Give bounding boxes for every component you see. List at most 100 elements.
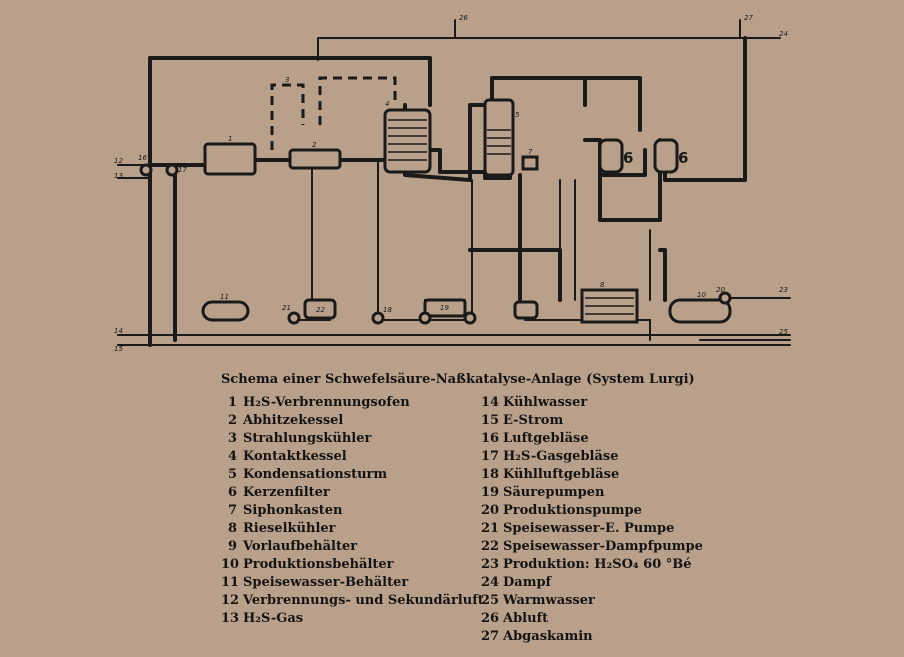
label-2: 2 bbox=[312, 141, 317, 149]
legend-item: 3 Strahlungskühler bbox=[221, 430, 484, 448]
label-11: 11 bbox=[220, 293, 229, 301]
legend-label: Rieselkühler bbox=[243, 521, 336, 536]
contact-boiler-hatch bbox=[388, 119, 427, 161]
legend-number: 10 bbox=[221, 557, 240, 572]
legend-label: H₂S-Gas bbox=[243, 611, 304, 626]
contact-boiler-4 bbox=[383, 108, 432, 174]
legend-label: H₂S-Verbrennungsofen bbox=[243, 395, 410, 410]
line-abluft bbox=[454, 19, 741, 39]
pipe-cooler-return bbox=[468, 173, 667, 302]
steam-pump-22 bbox=[303, 298, 337, 320]
label-17: 17 bbox=[178, 166, 187, 174]
acid-pump-19 bbox=[423, 298, 467, 318]
legend-number: 4 bbox=[227, 449, 237, 464]
lines-verticals bbox=[311, 159, 651, 316]
legend-label: Speisewasser-Behälter bbox=[243, 575, 409, 590]
legend-label: Kondensationsturm bbox=[243, 467, 388, 482]
pipe-filter-loop bbox=[583, 78, 662, 222]
blower-16 bbox=[139, 163, 153, 177]
label-13: 13 bbox=[114, 172, 123, 180]
label-16: 16 bbox=[138, 154, 147, 162]
legend-number: 1 bbox=[227, 395, 237, 410]
legend-number: 15 bbox=[481, 413, 500, 428]
label-10: 10 bbox=[697, 291, 706, 299]
pump-21 bbox=[287, 311, 301, 325]
legend-label: Produktionspumpe bbox=[503, 503, 642, 518]
legend-number: 16 bbox=[481, 431, 500, 446]
legend-label: Dampf bbox=[503, 575, 552, 590]
legend-label: Warmwasser bbox=[503, 593, 595, 608]
pump-20 bbox=[718, 291, 732, 305]
legend-label: Abgaskamin bbox=[503, 629, 593, 644]
legend-label: Strahlungskühler bbox=[243, 431, 372, 446]
condensation-tower-hatch bbox=[487, 129, 511, 155]
label-3: 3 bbox=[285, 76, 289, 84]
label-26: 26 bbox=[459, 14, 468, 22]
label-7: 7 bbox=[528, 148, 533, 156]
label-24: 24 bbox=[779, 30, 788, 38]
legend-number: 21 bbox=[481, 521, 500, 536]
blower-18 bbox=[371, 311, 385, 325]
label-14: 14 bbox=[114, 327, 123, 335]
legend-label: Kerzenfilter bbox=[243, 485, 330, 500]
flow-tank-9 bbox=[513, 300, 539, 320]
legend-number: 5 bbox=[227, 467, 237, 482]
legend-number: 23 bbox=[481, 557, 500, 572]
legend-item: 5 Kondensationsturm bbox=[221, 466, 484, 484]
legend-label: E-Strom bbox=[503, 413, 564, 428]
production-tank-10 bbox=[668, 298, 732, 324]
label-27: 27 bbox=[744, 14, 753, 22]
legend-label: Speisewasser-E. Pumpe bbox=[503, 521, 675, 536]
pipe-main-loop bbox=[148, 56, 642, 182]
trickle-cooler-8 bbox=[580, 288, 639, 324]
label-19: 19 bbox=[440, 304, 449, 312]
legend-label: Abluft bbox=[503, 611, 549, 626]
legend-label: Kühlluftgebläse bbox=[503, 467, 620, 482]
legend-number: 12 bbox=[221, 593, 240, 608]
pump-19b bbox=[463, 311, 477, 325]
pipe-furnace-line bbox=[148, 158, 387, 347]
legend-number: 26 bbox=[481, 611, 500, 626]
candle-filter-6b bbox=[653, 138, 679, 174]
legend-number: 7 bbox=[227, 503, 237, 518]
label-1: 1 bbox=[228, 135, 232, 143]
label-12: 12 bbox=[114, 157, 123, 165]
legend-number: 13 bbox=[221, 611, 240, 626]
dash-radiation-cooler bbox=[270, 76, 397, 150]
legend-number: 14 bbox=[481, 395, 500, 410]
blower-17 bbox=[165, 163, 179, 177]
pump-19a bbox=[418, 311, 432, 325]
process-flow-diagram: 1 2 3 4 5 6 6 7 8 9 10 11 12 13 14 15 16… bbox=[114, 14, 791, 353]
legend-number: 27 bbox=[481, 629, 500, 644]
waste-heat-boiler-2 bbox=[288, 148, 342, 170]
label-23: 23 bbox=[779, 286, 788, 294]
legend-number: 18 bbox=[481, 467, 500, 482]
label-22: 22 bbox=[316, 306, 325, 314]
label-18: 18 bbox=[383, 306, 392, 314]
legend-number: 19 bbox=[481, 485, 500, 500]
legend-number: 3 bbox=[227, 431, 237, 446]
figure-caption: Schema einer Schwefelsäure-Naßkatalyse-A… bbox=[221, 372, 695, 387]
label-25: 25 bbox=[779, 328, 788, 336]
legend-number: 22 bbox=[481, 539, 500, 554]
